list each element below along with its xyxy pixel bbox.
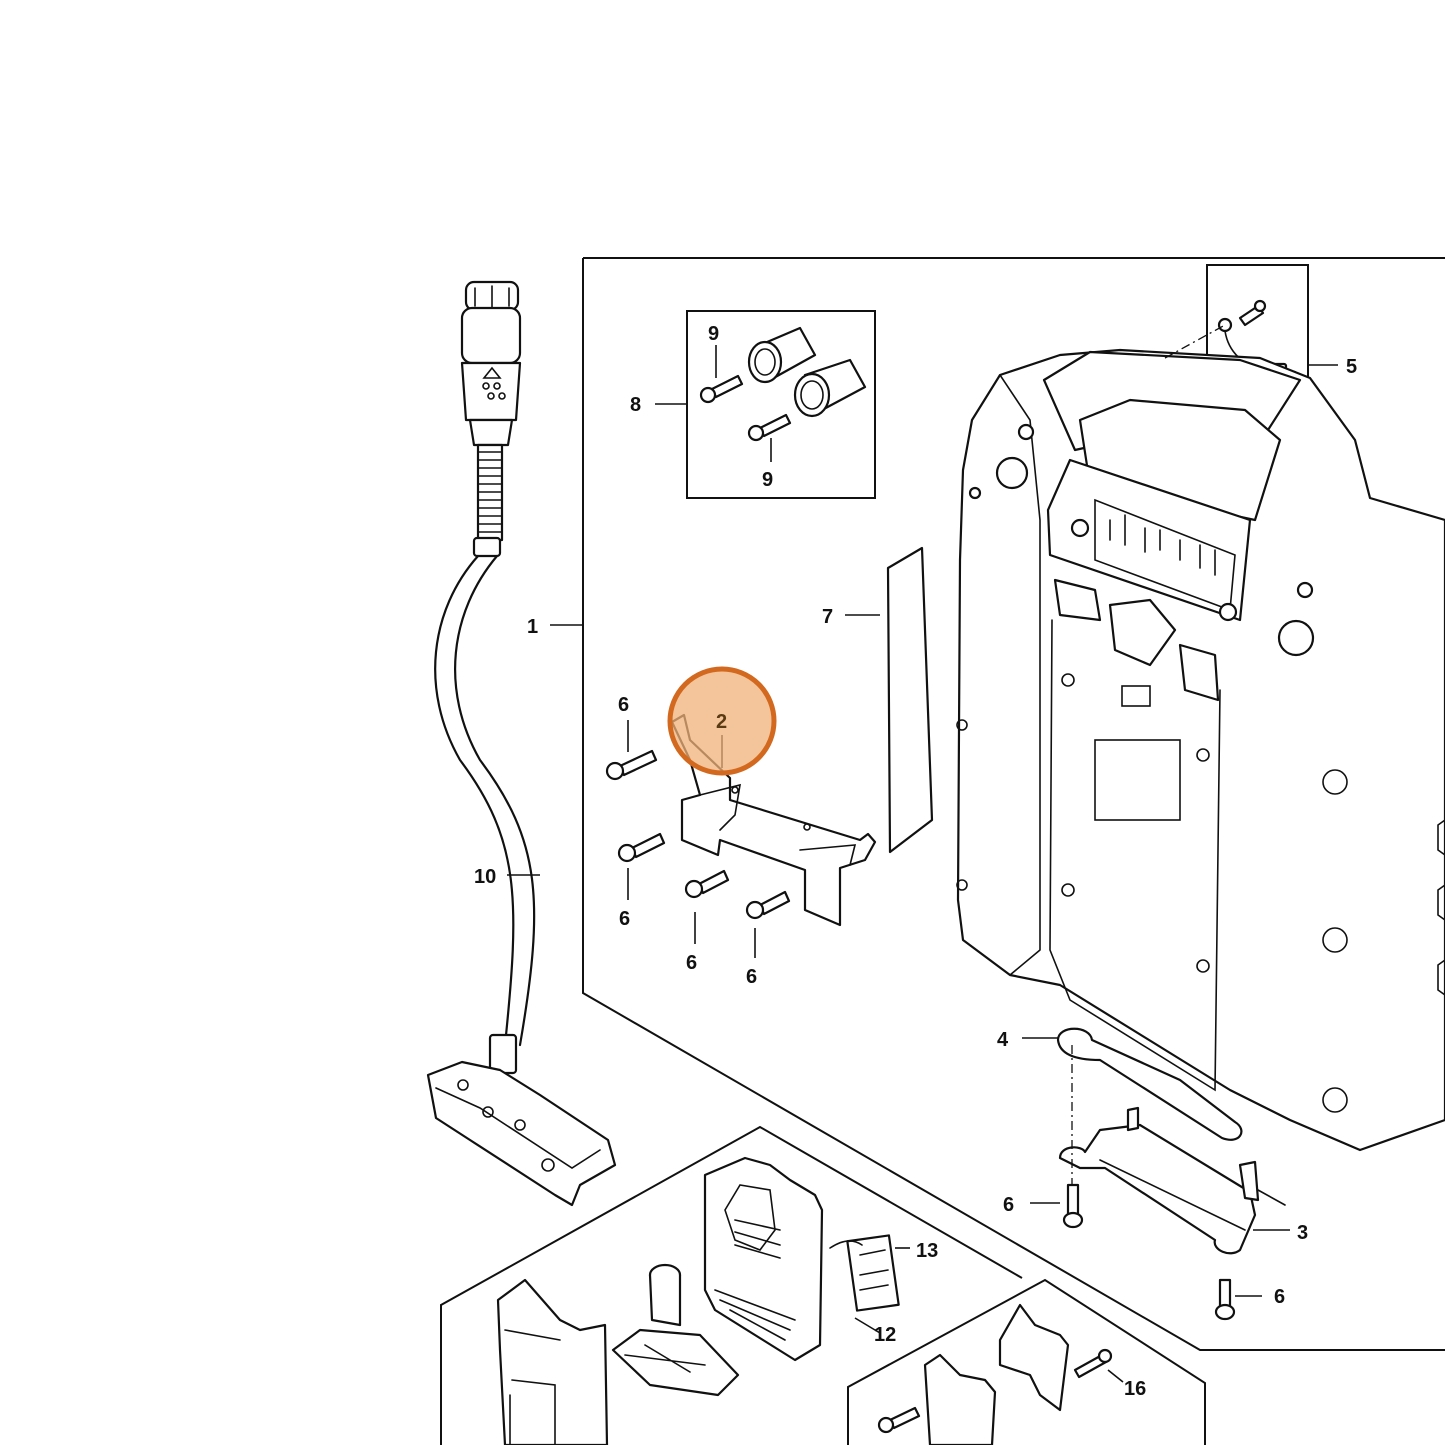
sleeve-kit-8: [699, 326, 867, 442]
bracket-3: [1058, 1106, 1286, 1321]
callout-16: 16: [1124, 1378, 1146, 1400]
subassembly-frame-12: [440, 1125, 1023, 1445]
callout-5: 5: [1346, 356, 1357, 378]
clip-4: [1056, 1027, 1243, 1141]
callout-8: 8: [630, 394, 641, 416]
callout-7: 7: [822, 606, 833, 628]
callout-13: 13: [916, 1240, 938, 1262]
cable-assembly-10: [426, 280, 617, 1207]
callout-3: 3: [1297, 1222, 1308, 1244]
callout-2: 2: [716, 711, 727, 733]
callout-6-clip: 6: [1003, 1194, 1014, 1216]
callout-6-middle: 6: [686, 952, 697, 974]
housing-body: [956, 348, 1445, 1152]
callout-10: 10: [474, 866, 496, 888]
callout-6-left: 6: [619, 908, 630, 930]
holder-parts-15: [877, 1303, 1113, 1445]
label-strip-7: [886, 546, 934, 854]
callout-9-top: 9: [708, 323, 719, 345]
callout-9-bottom: 9: [762, 469, 773, 491]
screws-6: [605, 749, 791, 920]
callout-4: 4: [997, 1029, 1009, 1051]
callout-6-right: 6: [746, 966, 757, 988]
holder-part-14: [496, 1278, 609, 1445]
charger-module-12: [611, 1156, 900, 1397]
callout-1: 1: [527, 616, 538, 638]
alignment-line-housing-sensor: [1164, 324, 1226, 359]
callout-6-upper-left: 6: [618, 694, 629, 716]
subassembly-frame-15: [847, 1278, 1206, 1445]
bracket-2: [670, 713, 877, 927]
highlight-circle: [667, 666, 777, 776]
callout-12: 12: [874, 1324, 896, 1346]
callout-6-bracket: 6: [1274, 1286, 1285, 1308]
